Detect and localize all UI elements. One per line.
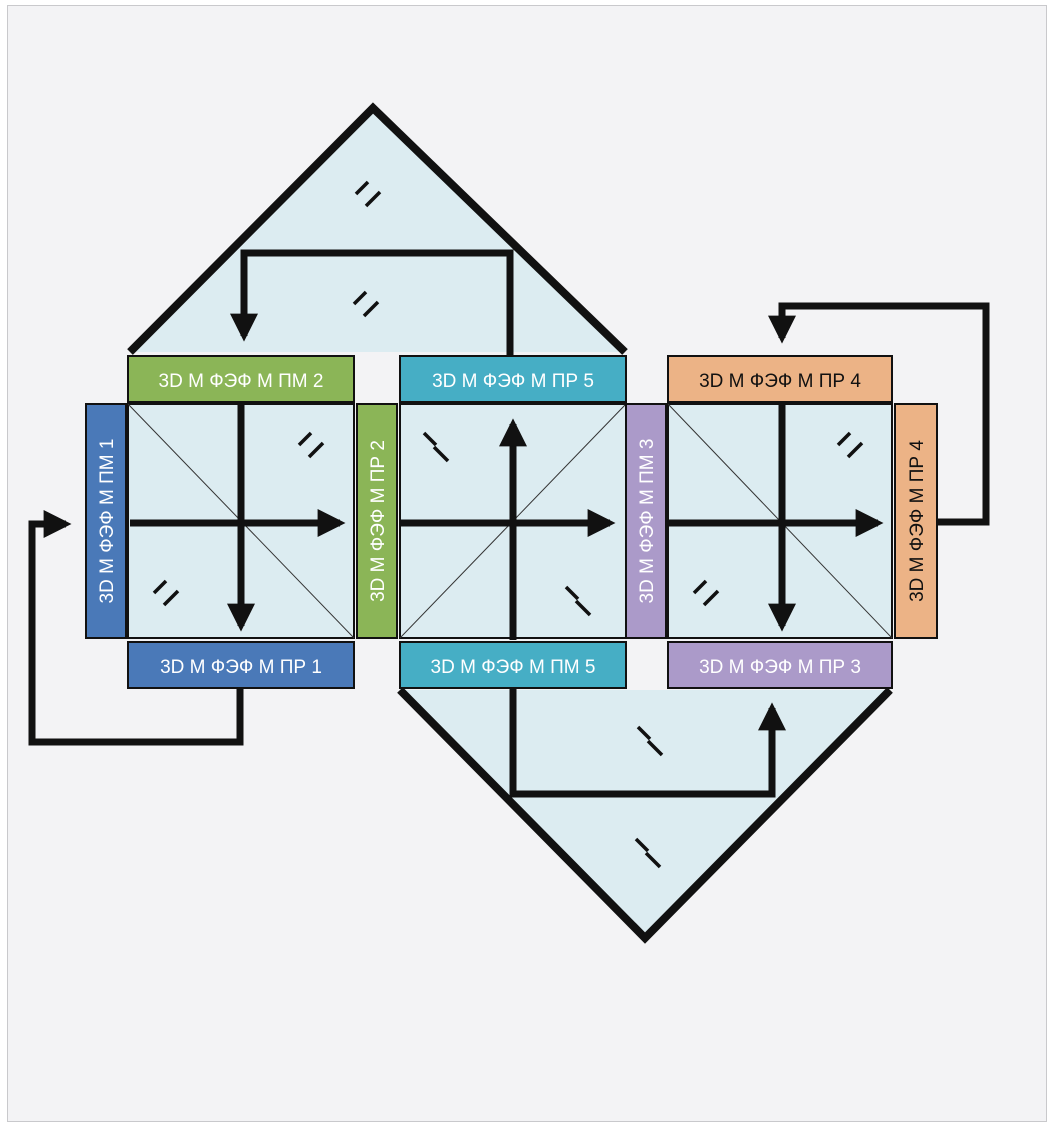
label-pm3: 3D М ФЭФ М ПМ 3 (625, 403, 667, 639)
label-pm5-text: 3D М ФЭФ М ПМ 5 (431, 657, 596, 678)
top-triangle-panel (127, 102, 628, 355)
bottom-triangle-panel (397, 687, 893, 944)
arrow-pr5-to-pm2 (230, 249, 514, 356)
label-pr3: 3D М ФЭФ М ПР 3 (667, 641, 893, 689)
label-pr5: 3D М ФЭФ М ПР 5 (399, 355, 627, 403)
label-pr3-text: 3D М ФЭФ М ПР 3 (699, 657, 861, 678)
label-pm2: 3D М ФЭФ М ПМ 2 (127, 355, 355, 403)
slash-marks (152, 180, 864, 869)
label-pr4-side-text: 3D М ФЭФ М ПР 4 (907, 440, 928, 602)
label-pr2: 3D М ФЭФ М ПР 2 (356, 403, 398, 639)
slash-mark-sq2-a (422, 431, 450, 463)
label-pr1: 3D М ФЭФ М ПР 1 (127, 641, 355, 689)
label-pm3-text: 3D М ФЭФ М ПМ 3 (637, 439, 658, 604)
arrow-pr4-loop (768, 302, 990, 526)
slash-mark-top-1 (354, 180, 382, 208)
label-pr4-side: 3D М ФЭФ М ПР 4 (894, 403, 938, 639)
label-pr2-text: 3D М ФЭФ М ПР 2 (368, 440, 389, 602)
slash-mark-sq2-b (564, 585, 592, 617)
label-pr5-text: 3D М ФЭФ М ПР 5 (432, 371, 594, 392)
label-pm2-text: 3D М ФЭФ М ПМ 2 (159, 371, 324, 392)
slash-mark-bot-2 (634, 837, 662, 869)
label-pm1-text: 3D М ФЭФ М ПМ 1 (97, 439, 118, 604)
label-pr1-text: 3D М ФЭФ М ПР 1 (160, 657, 322, 678)
arrow-pm5-to-pr3 (509, 688, 786, 798)
slash-mark-bot-1 (636, 725, 664, 757)
label-pm1: 3D М ФЭФ М ПМ 1 (85, 403, 127, 639)
label-pr4-top-text: 3D М ФЭФ М ПР 4 (699, 371, 861, 392)
slash-mark-sq3-b (692, 579, 720, 607)
slash-mark-sq3-a (836, 431, 864, 459)
label-pr4-top: 3D М ФЭФ М ПР 4 (667, 355, 893, 403)
slash-mark-sq1-a (297, 431, 325, 459)
arrow-pr1-to-pm1 (28, 510, 244, 746)
slash-mark-top-2 (352, 290, 380, 318)
slash-mark-sq1-b (152, 579, 180, 607)
label-pm5: 3D М ФЭФ М ПМ 5 (399, 641, 627, 689)
connector-arrows (28, 249, 990, 798)
